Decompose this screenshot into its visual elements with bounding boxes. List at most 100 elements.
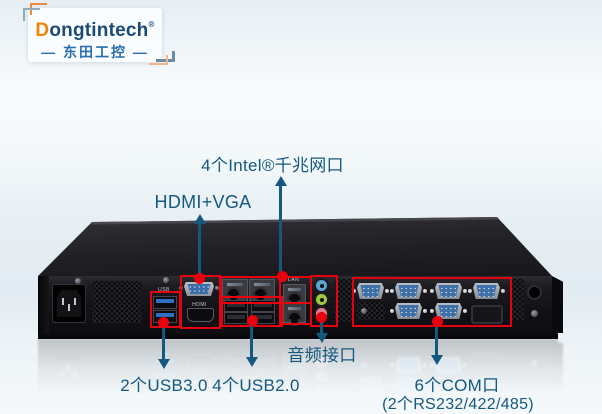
blank-port-plate bbox=[471, 305, 503, 324]
brand-initial: D bbox=[35, 20, 50, 41]
chassis-right-side bbox=[552, 276, 563, 333]
power-inlet-c14 bbox=[52, 284, 86, 323]
arrow-up-icon bbox=[275, 176, 287, 186]
ethernet-contacts bbox=[288, 288, 301, 291]
db9-face bbox=[398, 285, 419, 297]
highlight-box-com bbox=[352, 277, 512, 327]
db9-screw-post bbox=[385, 289, 389, 293]
db9-screw-post bbox=[352, 289, 356, 293]
arrow-down-icon bbox=[158, 359, 170, 369]
ethernet-contacts bbox=[288, 307, 301, 310]
brand-name-chinese: — 东田工控 — bbox=[41, 44, 149, 60]
callout-dot-video bbox=[194, 273, 205, 284]
vga-connector-face bbox=[187, 284, 211, 294]
label-usb2-ports: 4个USB2.0 bbox=[212, 376, 300, 395]
arrow-up-icon bbox=[194, 214, 206, 224]
label-com-ports-detail: (2个RS232/422/485) bbox=[382, 396, 534, 413]
com-port-db9 bbox=[390, 283, 427, 299]
label-usb3-ports: 2个USB3.0 bbox=[120, 376, 208, 395]
db9-face bbox=[360, 285, 381, 297]
com-port-db9 bbox=[390, 303, 427, 319]
usb2-tongue bbox=[254, 303, 272, 307]
lan-label: LAN bbox=[287, 277, 300, 283]
highlight-box-lan-column bbox=[279, 276, 312, 325]
label-audio-ports: 音频接口 bbox=[287, 346, 357, 365]
jack-hole bbox=[319, 297, 324, 302]
usb2-tongue bbox=[227, 315, 245, 319]
db9-screw-post bbox=[390, 289, 394, 293]
corner-bracket-icon bbox=[156, 51, 175, 62]
power-pin bbox=[68, 304, 70, 311]
com-port-db9 bbox=[352, 283, 389, 299]
chassis-bottom-edge bbox=[38, 333, 558, 339]
vent-grid bbox=[334, 279, 352, 322]
power-pin bbox=[62, 298, 64, 305]
screw bbox=[531, 310, 538, 317]
power-inlet-recess bbox=[57, 290, 81, 317]
arrow-line-com bbox=[435, 326, 438, 355]
db9-face bbox=[438, 285, 459, 297]
db9-screw-post bbox=[463, 289, 467, 293]
callout-dot-audio bbox=[316, 312, 327, 323]
vga-port bbox=[184, 282, 214, 296]
arrow-line-usb3 bbox=[162, 327, 165, 359]
audio-jack-line-in bbox=[316, 280, 327, 291]
antenna-hole bbox=[527, 285, 542, 300]
vent-grid bbox=[92, 281, 142, 323]
vent-grid bbox=[357, 303, 385, 320]
chassis-top-panel bbox=[38, 217, 552, 276]
jack-hole bbox=[319, 283, 324, 288]
db9-screw-post bbox=[463, 309, 467, 313]
db9-screw-post bbox=[430, 309, 434, 313]
chassis-left-edge bbox=[38, 276, 49, 333]
hdmi-label: HDMI bbox=[192, 302, 207, 308]
arrow-down-icon bbox=[316, 333, 328, 343]
highlight-box-audio bbox=[310, 275, 338, 327]
vga-screw-post bbox=[215, 286, 219, 290]
arrow-down-icon bbox=[246, 357, 258, 367]
brand-name: Dongtintech® bbox=[28, 15, 162, 41]
corner-bracket-icon bbox=[149, 55, 168, 65]
callout-dot-com bbox=[432, 316, 443, 327]
usb2-tongue bbox=[254, 315, 272, 319]
usb3-tongue bbox=[156, 299, 174, 303]
arrow-line-lan bbox=[279, 185, 282, 274]
db9-screw-post bbox=[430, 289, 434, 293]
chassis-top-edge-highlight bbox=[89, 217, 501, 225]
ethernet-contacts bbox=[227, 283, 243, 286]
power-pin bbox=[74, 298, 76, 305]
db9-face bbox=[476, 285, 497, 297]
label-com-ports: 6个COM口 bbox=[414, 376, 500, 395]
callout-dot-usb2 bbox=[247, 315, 258, 326]
usb3-port bbox=[153, 296, 177, 309]
arrow-line-video bbox=[198, 223, 201, 276]
usb3-label: USB bbox=[158, 287, 170, 293]
com-port-db9 bbox=[430, 303, 467, 319]
com-port-db9 bbox=[468, 283, 505, 299]
ethernet-contacts bbox=[254, 283, 270, 286]
screw bbox=[75, 278, 81, 284]
db9-face bbox=[438, 305, 459, 317]
brand-logo: Dongtintech® — 东田工控 — bbox=[28, 8, 162, 62]
db9-face bbox=[398, 305, 419, 317]
label-video-ports: HDMI+VGA bbox=[154, 192, 252, 212]
screw bbox=[163, 277, 169, 283]
callout-dot-usb3 bbox=[158, 317, 169, 328]
brand-rest: ongtintech bbox=[49, 20, 149, 41]
label-lan-ports: 4个Intel®千兆网口 bbox=[201, 156, 344, 175]
hdmi-port bbox=[187, 308, 214, 322]
db9-screw-post bbox=[423, 309, 427, 313]
arrow-down-icon bbox=[431, 355, 443, 365]
vent-grid bbox=[510, 279, 524, 320]
audio-jack-line-out bbox=[316, 294, 327, 305]
usb2-tongue bbox=[227, 303, 245, 307]
registered-mark-icon: ® bbox=[148, 20, 155, 29]
screw bbox=[361, 308, 367, 314]
com-port-db9 bbox=[430, 283, 467, 299]
db9-screw-post bbox=[390, 309, 394, 313]
arrow-line-usb2 bbox=[250, 325, 253, 357]
corner-bracket-icon bbox=[23, 8, 40, 21]
ethernet-port bbox=[222, 279, 248, 302]
